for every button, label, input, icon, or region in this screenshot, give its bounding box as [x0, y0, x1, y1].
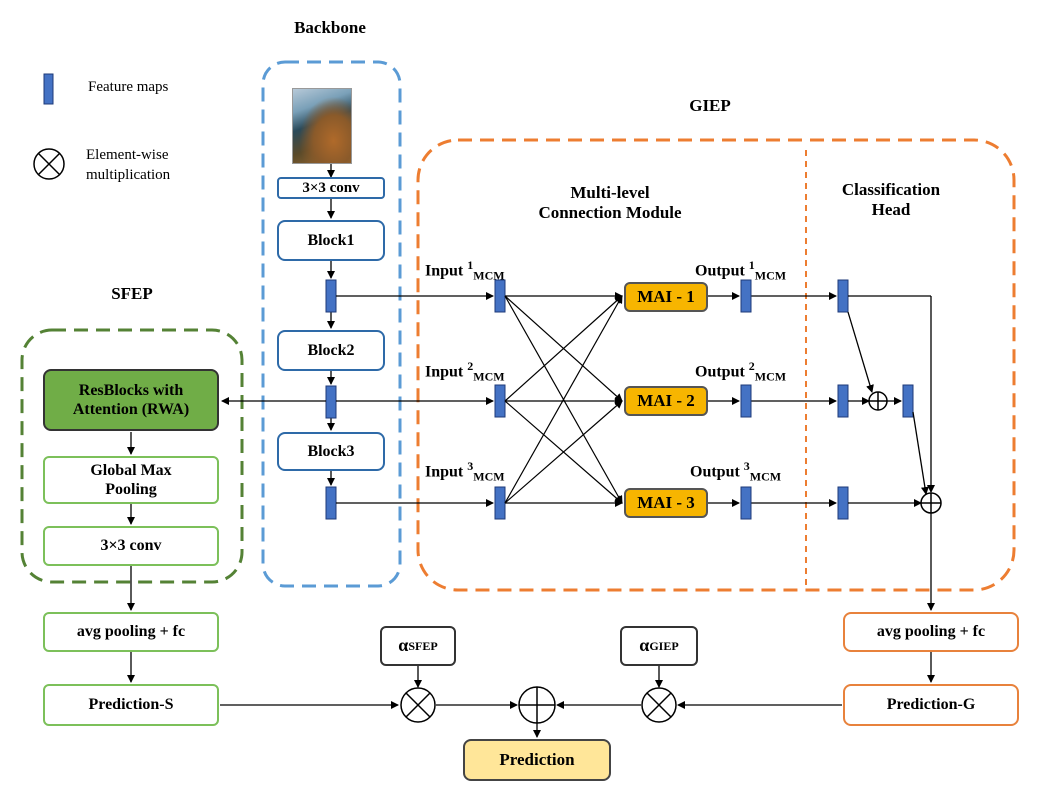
head-title-line2: Head — [871, 199, 911, 219]
legend-feature-maps-label: Feature maps — [88, 79, 169, 95]
avg-pooling-g-box: avg pooling + fc — [843, 612, 1019, 652]
input-label-2: Input 2MCM — [425, 359, 505, 384]
head-map-3 — [837, 486, 849, 520]
output-label-2-sup: 2 — [748, 359, 755, 373]
backbone-title: Backbone — [294, 18, 366, 37]
alpha-giep-symbol: α — [639, 635, 650, 656]
rwa-line1: ResBlocks with — [78, 381, 184, 399]
head-map-2 — [837, 384, 849, 418]
legend-feature-map-icon — [43, 73, 54, 105]
output-label-1-sup: 1 — [748, 258, 755, 272]
head-map-1 — [837, 279, 849, 313]
input-label-3-sup: 3 — [467, 459, 474, 473]
gmp-line2: Pooling — [105, 481, 157, 498]
mcm-input-map-1 — [494, 279, 506, 313]
mcm-output-map-2 — [740, 384, 752, 418]
mai-to-outputs — [708, 292, 837, 507]
mcm-title-line1: Multi-level — [570, 183, 650, 202]
input-label-3-sub: MCM — [473, 469, 505, 484]
output-label-3: Output 3MCM — [690, 459, 782, 484]
input-label-3-text: Input — [425, 463, 464, 481]
mai-3-box: MAI - 3 — [624, 488, 708, 518]
global-max-pooling-box: Global Max Pooling — [43, 456, 219, 504]
legend-multiply-icon — [33, 148, 65, 180]
add-icon-final — [518, 686, 556, 724]
output-label-3-sup: 3 — [743, 459, 750, 473]
input-label-1-sub: MCM — [473, 268, 505, 283]
sfep-frame — [20, 328, 244, 584]
block3-box: Block3 — [277, 432, 385, 471]
output-label-3-sub: MCM — [749, 469, 782, 484]
mcm-output-map-1 — [740, 279, 752, 313]
head-title-line1: Classification — [841, 180, 941, 199]
sfep-conv-box: 3×3 conv — [43, 526, 219, 566]
output-label-1-sub: MCM — [754, 268, 787, 283]
prediction-box: Prediction — [463, 739, 611, 781]
input-image-thumbnail — [292, 88, 352, 164]
mcm-title-line2: Connection Module — [538, 202, 682, 222]
backbone-to-inputs — [221, 292, 494, 507]
head-fused-map — [902, 384, 914, 418]
alpha-sfep-symbol: α — [398, 635, 409, 656]
input-label-2-sub: MCM — [473, 369, 505, 384]
prediction-s-box: Prediction-S — [43, 684, 219, 726]
backbone-feature-map-3 — [325, 486, 337, 520]
input-label-1-text: Input — [425, 262, 464, 280]
output-label-1: Output 1MCM — [695, 258, 787, 283]
input-label-2-text: Input — [425, 363, 464, 381]
output-label-1-text: Output — [695, 262, 745, 280]
input-label-3: Input 3MCM — [425, 459, 505, 484]
gmp-line1: Global Max — [90, 461, 172, 479]
output-label-2-text: Output — [695, 363, 745, 381]
multiply-icon-sfep — [400, 687, 436, 723]
mai-2-box: MAI - 2 — [624, 386, 708, 416]
avg-pooling-s-box: avg pooling + fc — [43, 612, 219, 652]
multiply-icon-giep — [641, 687, 677, 723]
prediction-g-box: Prediction-G — [843, 684, 1019, 726]
sfep-title: SFEP — [111, 284, 153, 303]
mai-1-box: MAI - 1 — [624, 282, 708, 312]
alpha-giep-sub: GIEP — [649, 638, 679, 653]
mcm-input-map-3 — [494, 486, 506, 520]
head-connections — [847, 295, 935, 611]
block2-box: Block2 — [277, 330, 385, 371]
legend-multiply-label-2: multiplication — [86, 167, 171, 183]
legend-multiply-label-1: Element-wise — [86, 147, 169, 163]
backbone-conv-box: 3×3 conv — [277, 177, 385, 199]
head-add-icon-2 — [920, 492, 942, 514]
fusion-arrows — [220, 666, 842, 738]
head-add-icon-1 — [868, 391, 888, 411]
backbone-feature-map-2 — [325, 385, 337, 419]
rwa-box: ResBlocks with Attention (RWA) — [43, 369, 219, 431]
rwa-line2: Attention (RWA) — [72, 401, 190, 418]
mcm-connections — [504, 292, 623, 507]
output-label-2: Output 2MCM — [695, 359, 787, 384]
input-label-1: Input 1MCM — [425, 258, 505, 283]
output-label-2-sub: MCM — [754, 369, 787, 384]
input-label-1-sup: 1 — [467, 258, 474, 272]
mcm-output-map-3 — [740, 486, 752, 520]
mcm-input-map-2 — [494, 384, 506, 418]
input-label-2-sup: 2 — [467, 359, 474, 373]
mcm-title: Multi-level Connection Module — [500, 183, 720, 222]
block1-box: Block1 — [277, 220, 385, 261]
backbone-frame — [261, 60, 402, 588]
backbone-feature-map-1 — [325, 279, 337, 313]
sfep-arrows — [127, 432, 935, 683]
alpha-sfep-sub: SFEP — [408, 638, 438, 653]
giep-title: GIEP — [689, 96, 731, 115]
head-title: Classification Head — [816, 180, 966, 219]
output-label-3-text: Output — [690, 463, 740, 481]
